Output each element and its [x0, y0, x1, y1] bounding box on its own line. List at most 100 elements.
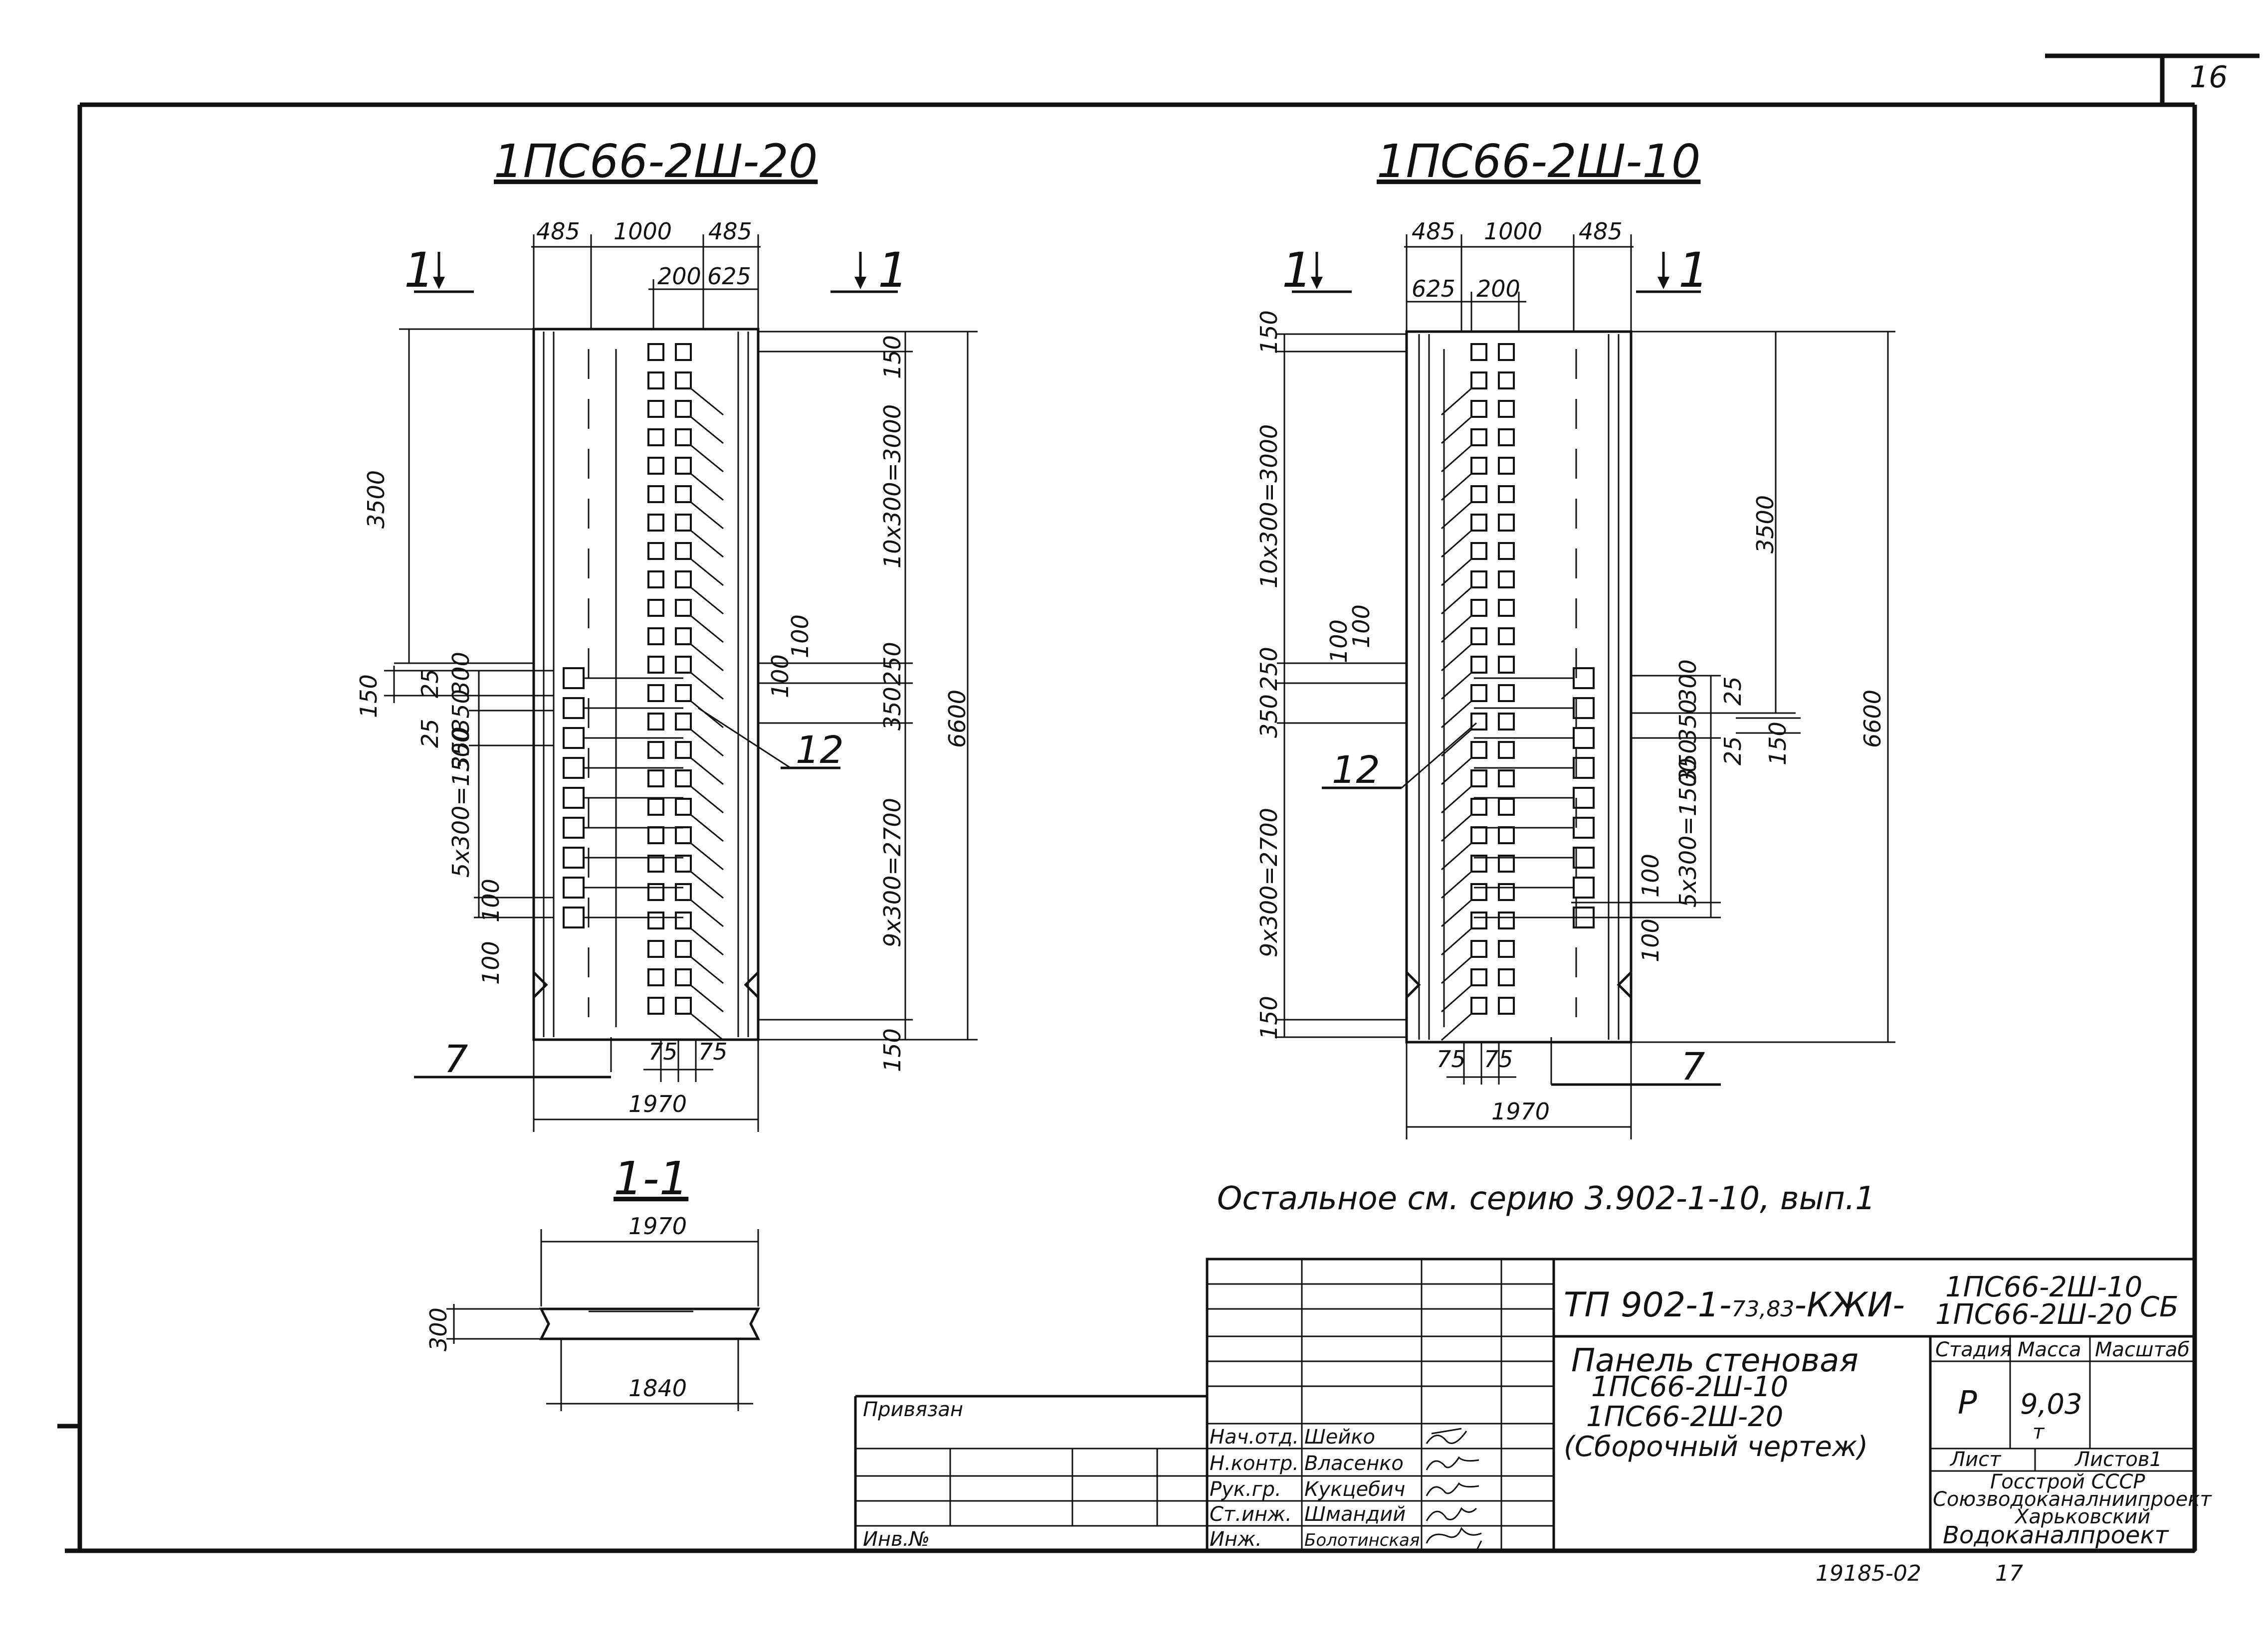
tb-stage-value: Р — [1958, 1385, 1977, 1422]
fitting-plate — [1470, 400, 1487, 418]
fitting-plate — [1470, 656, 1487, 674]
left-dim-150: 150 — [355, 674, 382, 718]
anchor-bar — [1441, 615, 1472, 643]
left-rdim-150a: 150 — [879, 335, 906, 379]
right-rdim-350b: 350 — [1674, 739, 1701, 783]
tb-code-suffix: -КЖИ- — [1794, 1285, 1904, 1325]
sheet-number: 16 — [2190, 60, 2228, 95]
left-bdim-75a: 75 — [648, 1038, 678, 1065]
right-ldim-150a: 150 — [1255, 310, 1282, 354]
fitting-plate — [1498, 599, 1515, 617]
left-dim-top-0: 485 — [536, 218, 580, 245]
fitting-plate — [647, 997, 664, 1015]
right-dim-top-0: 485 — [1412, 218, 1455, 245]
anchor-bar — [690, 672, 724, 700]
fitting-plate — [1470, 855, 1487, 873]
fitting-plate — [1498, 627, 1515, 645]
fitting-plate — [675, 428, 692, 446]
right-rdim-300: 300 — [1674, 659, 1701, 703]
tb-signer-role-1: Н.контр. — [1210, 1452, 1299, 1475]
fitting-plate — [1470, 826, 1487, 844]
fitting-plate — [1470, 940, 1487, 958]
anchor-bar — [1441, 586, 1472, 615]
left-panel-view: 1ПС66-2Ш-20 1 1 485 1000 485 200 625 — [355, 135, 978, 1132]
fitting-plate — [647, 656, 664, 674]
fitting-plate — [1498, 485, 1515, 503]
left-view-title: 1ПС66-2Ш-20 — [494, 135, 818, 188]
fitting-plate — [1470, 968, 1487, 986]
fitting-plate — [1498, 798, 1515, 816]
fitting-plate — [1470, 713, 1487, 731]
right-cut-marker-left: 1 — [1282, 242, 1312, 298]
fitting-plate — [1498, 912, 1515, 929]
left-dim-5x300: 5х300=1500 — [447, 728, 474, 878]
fitting-plate — [675, 741, 692, 759]
bottom-page: 17 — [1995, 1561, 2023, 1586]
right-dim-1970: 1970 — [1491, 1098, 1550, 1125]
fitting-plate — [1470, 741, 1487, 759]
fitting-plate — [647, 343, 664, 361]
anchor-bar — [1441, 530, 1472, 558]
tb-name-line3: 1ПС66-2Ш-20 — [1586, 1401, 1783, 1433]
fitting-plate — [675, 599, 692, 617]
fitting-plate — [1498, 997, 1515, 1015]
tb-signer-role-3: Ст.инж. — [1210, 1503, 1292, 1526]
left-dim-top-2: 485 — [708, 218, 752, 245]
fitting-plate — [647, 485, 664, 503]
right-callout-7: 7 — [1681, 1044, 1705, 1089]
fitting-plate — [1498, 713, 1515, 731]
anchor-bar — [690, 757, 724, 785]
anchor-bar — [1441, 416, 1472, 444]
fitting-plate — [1498, 826, 1515, 844]
left-rdim-9x300: 9х300=2700 — [879, 798, 906, 947]
left-callout-12: 12 — [796, 728, 844, 772]
fitting-plate — [647, 883, 664, 901]
tb-org-4: Водоканалпроект — [1943, 1521, 2169, 1549]
tb-name-line4: (Сборочный чертеж) — [1564, 1431, 1868, 1463]
left-dim-top-1: 1000 — [614, 218, 672, 245]
fitting-plate — [1470, 798, 1487, 816]
right-dim-top-1: 1000 — [1484, 218, 1542, 245]
anchor-bar — [690, 729, 724, 757]
left-dim-25b: 25 — [416, 719, 443, 748]
fitting-plate — [647, 741, 664, 759]
fitting-plate — [675, 968, 692, 986]
right-dim-6600: 6600 — [1859, 690, 1886, 748]
right-panel-view: 1ПС66-2Ш-10 1 1 485 1000 485 625 200 — [1255, 135, 1895, 1139]
tb-name-line1: Панель стеновая — [1571, 1342, 1858, 1379]
anchor-bar — [1441, 842, 1472, 871]
fitting-plate — [1498, 400, 1515, 418]
fitting-plate — [647, 542, 664, 560]
anchor-bar — [690, 387, 724, 416]
tb-signer-name-3: Шмандий — [1304, 1503, 1406, 1526]
left-dim-350b: 350 — [447, 727, 474, 770]
anchor-bar — [690, 871, 724, 899]
tb-signer-name-4: Болотинская — [1304, 1530, 1420, 1550]
side-plate — [563, 697, 585, 719]
fitting-plate — [675, 485, 692, 503]
right-view-title: 1ПС66-2Ш-10 — [1377, 135, 1700, 188]
fitting-plate — [1470, 485, 1487, 503]
right-bdim-75b: 75 — [1484, 1046, 1513, 1073]
section-top-width: 1970 — [628, 1213, 687, 1240]
left-rdim-350: 350 — [879, 687, 906, 731]
fitting-plate — [1498, 883, 1515, 901]
signatures — [1426, 1428, 1482, 1551]
svg-text:ТП 902-1-73,83-КЖИ-: ТП 902-1-73,83-КЖИ- — [1564, 1285, 1905, 1325]
anchor-bar — [1441, 558, 1472, 586]
tb-name-line2: 1ПС66-2Ш-10 — [1591, 1371, 1788, 1403]
right-bdim-75a: 75 — [1437, 1046, 1466, 1073]
left-dim-100a: 100 — [477, 879, 504, 922]
fitting-plate — [647, 940, 664, 958]
anchor-bar — [690, 814, 724, 842]
fitting-plate — [1498, 514, 1515, 532]
fitting-plate — [647, 684, 664, 702]
fitting-plate — [1498, 968, 1515, 986]
anchor-bar — [1441, 700, 1472, 729]
anchor-bar — [1441, 814, 1472, 842]
anchor-bar — [690, 586, 724, 615]
fitting-plate — [1498, 542, 1515, 560]
fitting-plate — [675, 684, 692, 702]
tb-signer-name-0: Шейко — [1304, 1426, 1375, 1449]
fitting-plate — [1470, 684, 1487, 702]
